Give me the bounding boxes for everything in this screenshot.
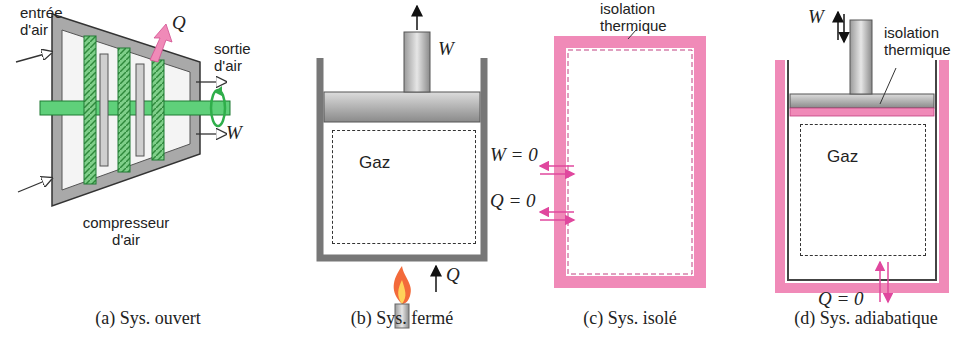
work-symbol: W — [808, 6, 824, 28]
system-boundary: Gaz — [800, 124, 926, 256]
work-symbol: W = 0 — [490, 144, 538, 166]
system-boundary: Gaz — [332, 130, 476, 244]
work-symbol: W — [226, 122, 242, 144]
piston-cylinder — [320, 6, 484, 328]
insulation-label: isolation thermique — [600, 0, 710, 35]
compressor — [16, 14, 230, 206]
outlet-label: sortie d'air — [214, 40, 274, 75]
inlet-label: entrée d'air — [20, 4, 80, 39]
caption: (a) Sys. ouvert — [95, 308, 200, 329]
heat-symbol: Q = 0 — [490, 190, 536, 212]
gas-label: Gaz — [801, 125, 858, 167]
caption: (d) Sys. adiabatique — [794, 308, 937, 329]
gas-label: Gaz — [333, 131, 390, 173]
heat-symbol: Q — [446, 264, 460, 286]
heat-symbol: Q = 0 — [818, 288, 864, 310]
caption: (c) Sys. isolé — [583, 308, 677, 329]
part-name: compresseur d'air — [71, 214, 181, 249]
isolated-box — [540, 30, 700, 282]
work-symbol: W — [438, 38, 454, 60]
heat-symbol: Q — [172, 12, 186, 34]
insulation-label: isolation thermique — [884, 24, 966, 59]
caption: (b) Sys. fermé — [351, 308, 453, 329]
